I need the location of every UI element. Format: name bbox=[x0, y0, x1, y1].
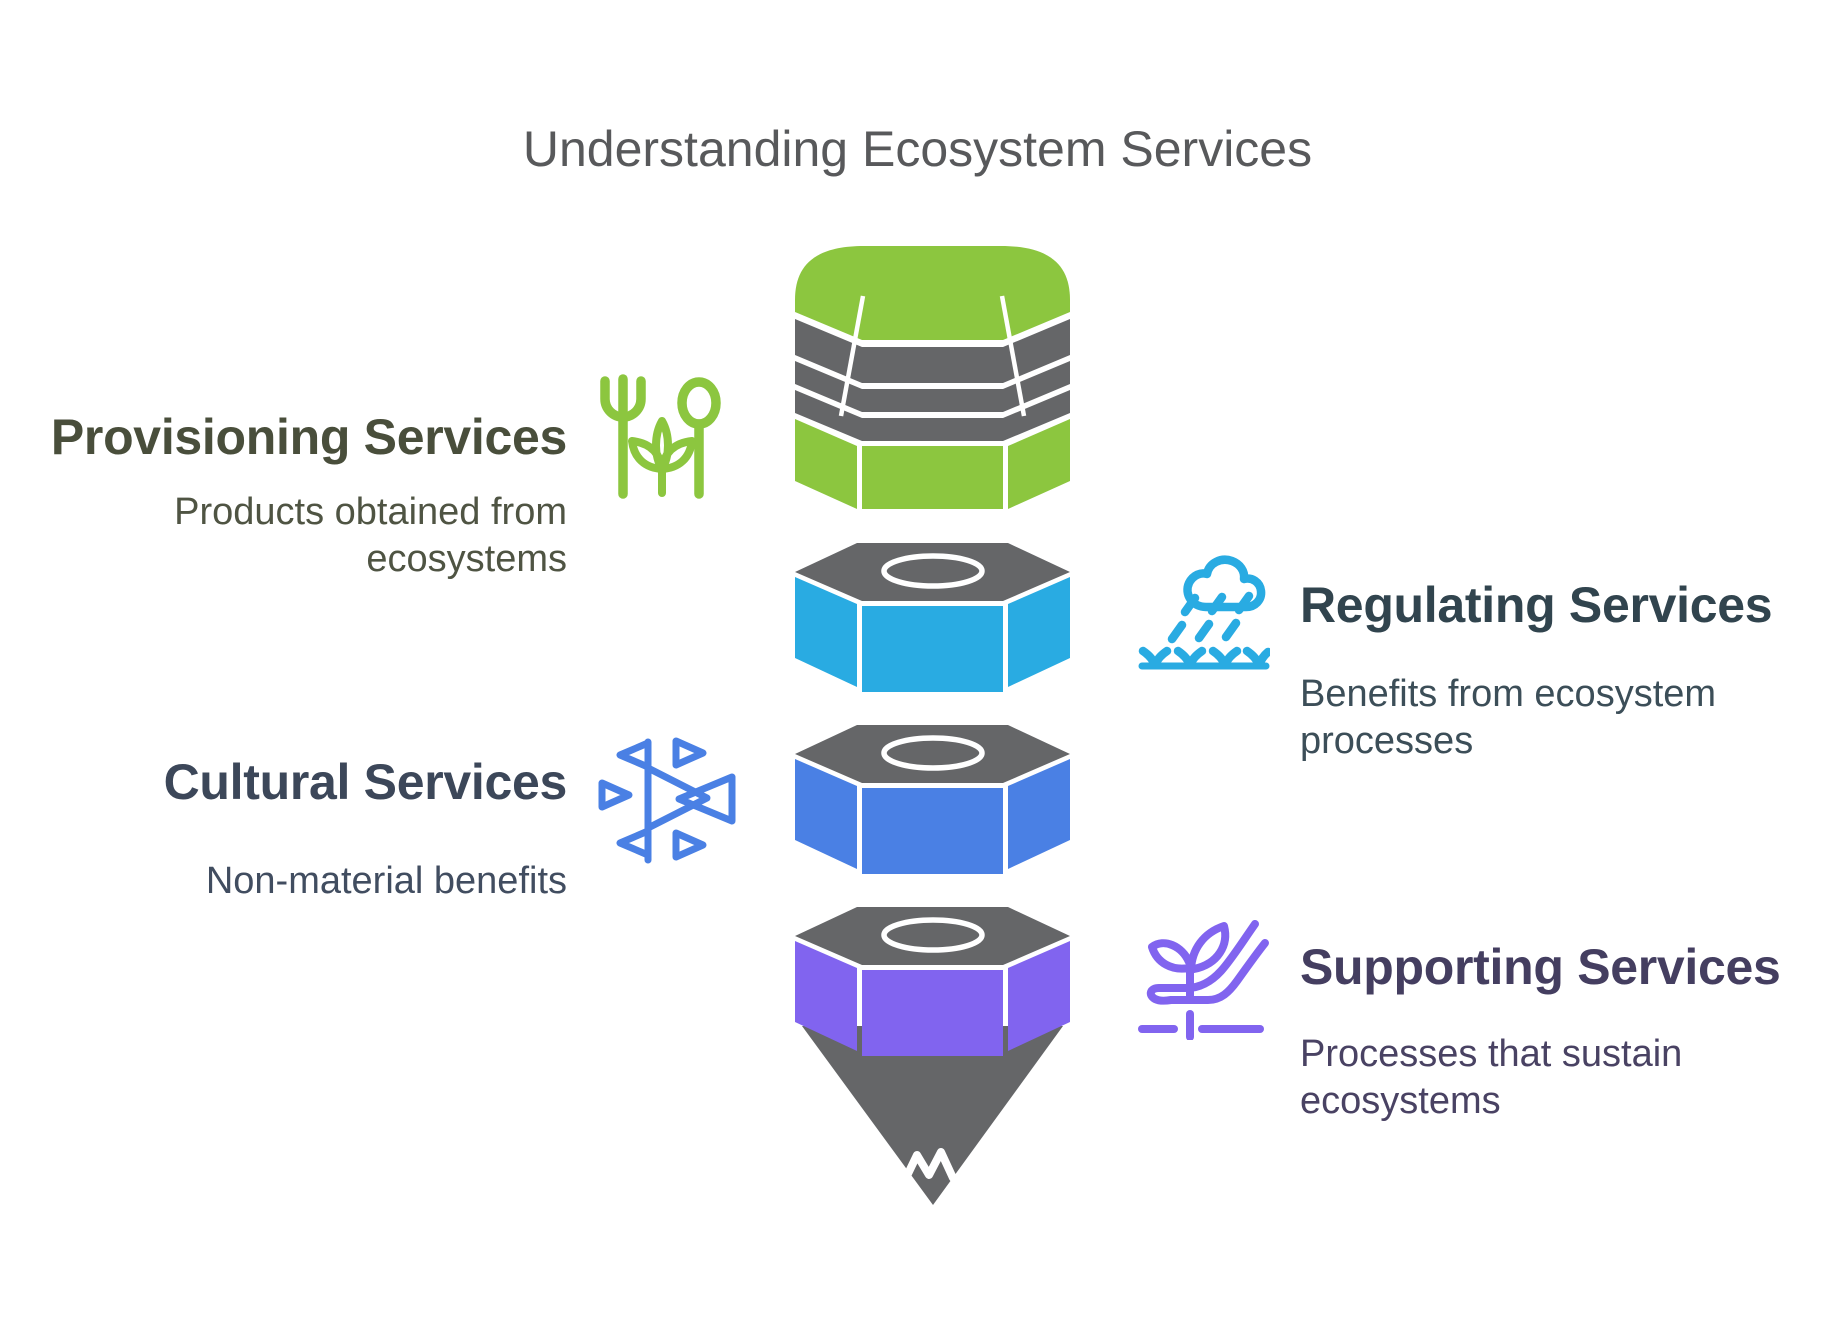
ferrule-band bbox=[795, 319, 1070, 383]
section-description: Products obtained from ecosystems bbox=[174, 491, 567, 581]
funnel-segment-supporting bbox=[795, 907, 1070, 1056]
pencil-tip bbox=[802, 1026, 1063, 1205]
fork-spoon-plant-icon bbox=[600, 374, 721, 499]
section-description: Benefits from ecosystem processes bbox=[1300, 673, 1717, 763]
funnel-segment-cultural bbox=[795, 725, 1070, 874]
page-title: Understanding Ecosystem Services bbox=[522, 121, 1313, 177]
nut-hole-ring bbox=[881, 917, 985, 953]
pencil-tip-break-seam bbox=[901, 1148, 957, 1184]
rain-cloud-grass-icon bbox=[1138, 555, 1270, 670]
section-title: Provisioning Services bbox=[50, 409, 567, 465]
pencil-funnel-graphic bbox=[795, 246, 1070, 1205]
section-cultural: Cultural Services Non-material benefits bbox=[137, 754, 568, 905]
triangle-pattern-icon bbox=[598, 737, 736, 864]
eraser-cap bbox=[795, 246, 1070, 340]
section-title: Supporting Services bbox=[1300, 939, 1781, 995]
section-description: Processes that sustain ecosystems bbox=[1300, 1033, 1683, 1123]
section-regulating: Regulating Services Benefits from ecosys… bbox=[1300, 577, 1773, 765]
section-provisioning: Provisioning Services Products obtained … bbox=[51, 410, 567, 583]
funnel-segment-regulating bbox=[795, 543, 1070, 692]
section-description: Non-material benefits bbox=[205, 860, 567, 902]
ferrule-band bbox=[795, 390, 1070, 441]
nut-hole-ring bbox=[881, 735, 985, 771]
ferrule-band bbox=[795, 361, 1070, 412]
nut-hole-ring bbox=[881, 553, 985, 589]
section-supporting: Supporting Services Processes that susta… bbox=[1300, 940, 1781, 1125]
funnel-segment-provisioning bbox=[795, 246, 1070, 509]
hand-sprout-icon bbox=[1138, 920, 1269, 1040]
section-title: Regulating Services bbox=[1300, 577, 1773, 633]
section-title: Cultural Services bbox=[163, 754, 568, 810]
